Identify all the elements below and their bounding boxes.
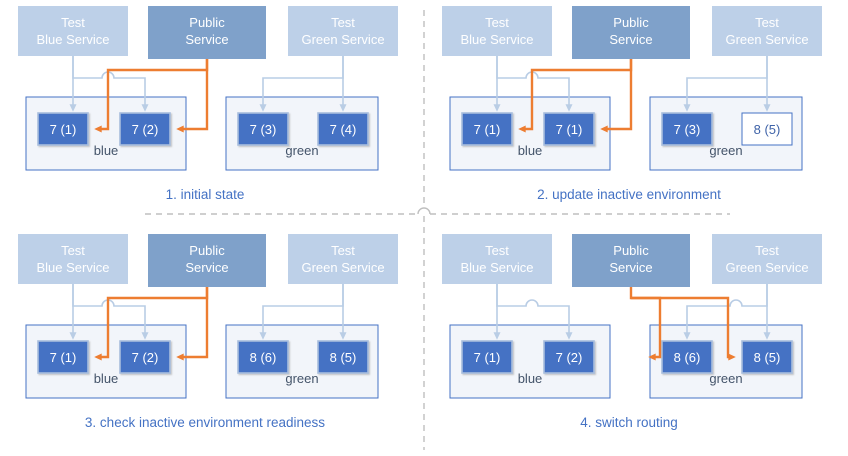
node-box-green-2[interactable] <box>741 340 793 374</box>
service-label-test-green-line2: Green Service <box>725 260 808 275</box>
node-box-blue-2[interactable] <box>119 340 171 374</box>
environment-label-blue: blue <box>518 143 543 158</box>
node-box-blue-2[interactable] <box>543 112 595 146</box>
node-label-green-2: 7 (4) <box>330 122 357 137</box>
connector-public-to-blue-node2 <box>176 287 209 361</box>
service-label-test-blue-line1: Test <box>485 15 509 30</box>
service-label-test-green-line2: Green Service <box>301 32 384 47</box>
node-label-green-2: 8 (5) <box>754 122 781 137</box>
service-label-test-blue-line1: Test <box>485 243 509 258</box>
node-box-blue-1[interactable] <box>461 340 513 374</box>
service-label-test-green-line1: Test <box>331 243 355 258</box>
node-box-blue-2[interactable] <box>119 112 171 146</box>
node-box-blue-1[interactable] <box>37 340 89 374</box>
service-label-public-line2: Service <box>609 260 652 275</box>
service-label-test-blue-line2: Blue Service <box>461 32 534 47</box>
service-label-public-line1: Public <box>613 15 649 30</box>
service-label-test-green-line1: Test <box>331 15 355 30</box>
service-label-public-line1: Public <box>189 243 225 258</box>
node-box-green-1[interactable] <box>661 112 713 146</box>
environment-label-blue: blue <box>94 143 119 158</box>
service-label-public-line2: Service <box>185 32 228 47</box>
service-box-test-green[interactable] <box>288 234 398 284</box>
node-label-blue-1: 7 (1) <box>50 350 77 365</box>
environment-label-blue: blue <box>518 371 543 386</box>
service-label-test-green-line2: Green Service <box>301 260 384 275</box>
service-box-public[interactable] <box>148 234 266 287</box>
panel-caption-2: 2. update inactive environment <box>537 187 721 202</box>
connector-test-green-to-node1 <box>683 56 768 112</box>
node-box-green-1[interactable] <box>661 340 713 374</box>
service-box-test-blue[interactable] <box>442 234 552 284</box>
service-label-test-blue-line2: Blue Service <box>37 260 110 275</box>
divider-crossing-hop-icon <box>417 207 431 215</box>
connector-public-to-blue-node2 <box>176 59 209 133</box>
node-label-blue-1: 7 (1) <box>474 350 501 365</box>
service-label-public-line2: Service <box>185 260 228 275</box>
service-box-test-green[interactable] <box>712 6 822 56</box>
connector-test-green-to-node1 <box>683 284 768 340</box>
node-box-green-2[interactable] <box>741 112 793 146</box>
service-label-test-blue-line1: Test <box>61 243 85 258</box>
connector-test-blue-to-node2 <box>496 284 573 340</box>
node-label-blue-2: 7 (2) <box>132 350 159 365</box>
node-box-blue-2[interactable] <box>543 340 595 374</box>
node-label-green-1: 8 (6) <box>250 350 277 365</box>
service-box-test-blue[interactable] <box>442 6 552 56</box>
service-box-test-green[interactable] <box>712 234 822 284</box>
service-label-public-line1: Public <box>613 243 649 258</box>
connector-public-to-blue-node2 <box>600 59 633 133</box>
connector-test-green-to-node1 <box>259 56 344 112</box>
service-box-test-blue[interactable] <box>18 234 128 284</box>
environment-label-green: green <box>709 371 742 386</box>
node-label-green-1: 7 (3) <box>674 122 701 137</box>
panel-caption-3: 3. check inactive environment readiness <box>85 415 325 430</box>
service-label-test-green-line1: Test <box>755 15 779 30</box>
service-label-test-blue-line2: Blue Service <box>37 32 110 47</box>
node-box-green-1[interactable] <box>237 340 289 374</box>
service-label-public-line2: Service <box>609 32 652 47</box>
node-label-blue-1: 7 (1) <box>474 122 501 137</box>
service-box-public[interactable] <box>148 6 266 59</box>
environment-label-blue: blue <box>94 371 119 386</box>
service-label-test-blue-line2: Blue Service <box>461 260 534 275</box>
panel-caption-1: 1. initial state <box>166 187 245 202</box>
node-box-green-2[interactable] <box>317 112 369 146</box>
connector-test-green-to-node1 <box>259 284 344 340</box>
node-box-blue-1[interactable] <box>461 112 513 146</box>
service-box-public[interactable] <box>572 6 690 59</box>
connector-public-to-green-node2 <box>631 296 736 361</box>
node-box-green-2[interactable] <box>317 340 369 374</box>
node-label-blue-1: 7 (1) <box>50 122 77 137</box>
node-label-green-1: 7 (3) <box>250 122 277 137</box>
environment-label-green: green <box>285 371 318 386</box>
node-label-blue-2: 7 (2) <box>556 350 583 365</box>
environment-label-green: green <box>285 143 318 158</box>
environment-label-green: green <box>709 143 742 158</box>
panel-caption-4: 4. switch routing <box>580 415 678 430</box>
node-label-green-2: 8 (5) <box>330 350 357 365</box>
panel-dividers <box>145 10 730 450</box>
service-label-public-line1: Public <box>189 15 225 30</box>
node-box-green-1[interactable] <box>237 112 289 146</box>
node-label-blue-2: 7 (2) <box>132 122 159 137</box>
node-label-blue-2: 7 (1) <box>556 122 583 137</box>
service-label-test-green-line2: Green Service <box>725 32 808 47</box>
service-box-public[interactable] <box>572 234 690 287</box>
service-box-test-green[interactable] <box>288 6 398 56</box>
node-label-green-2: 8 (5) <box>754 350 781 365</box>
service-box-test-blue[interactable] <box>18 6 128 56</box>
service-label-test-blue-line1: Test <box>61 15 85 30</box>
service-label-test-green-line1: Test <box>755 243 779 258</box>
node-box-blue-1[interactable] <box>37 112 89 146</box>
node-label-green-1: 8 (6) <box>674 350 701 365</box>
